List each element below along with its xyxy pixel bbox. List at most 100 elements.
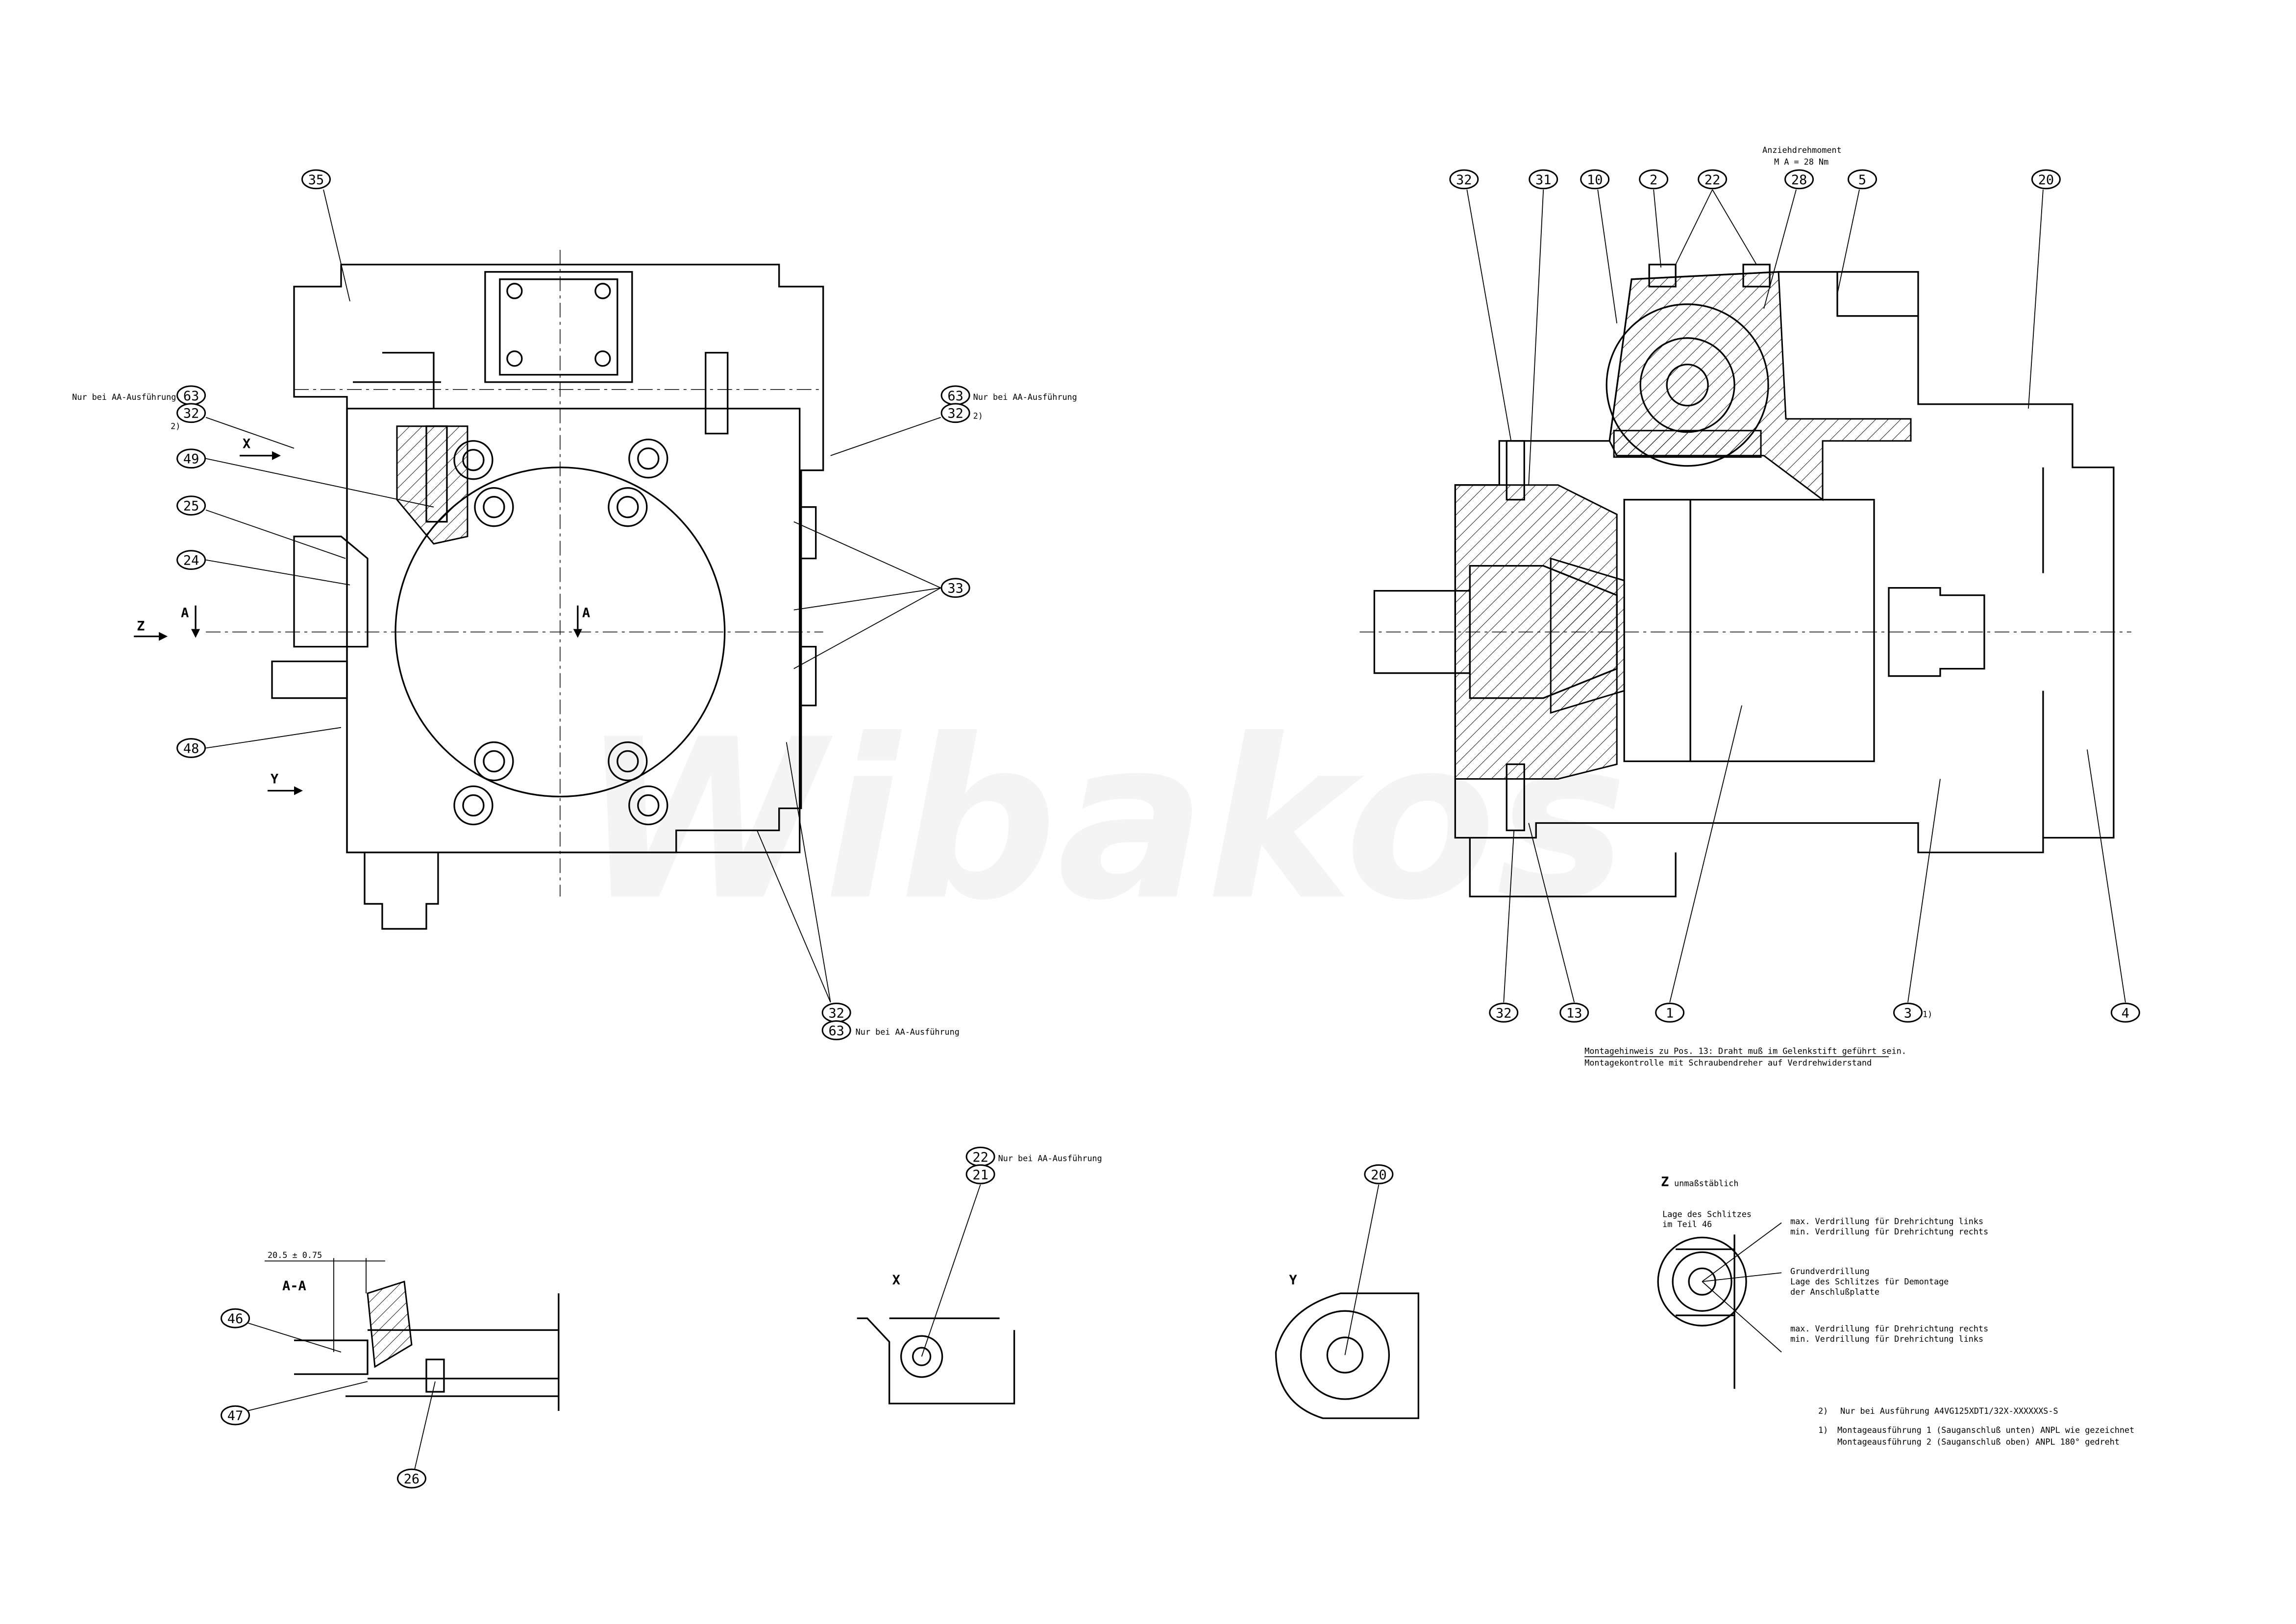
balloon-outline	[1893, 1002, 1923, 1023]
arrow-x-label: X	[243, 437, 250, 452]
balloon-outline	[1784, 169, 1814, 190]
view-z-title: Z	[1661, 1174, 1669, 1189]
item-balloon: 5	[1848, 169, 1877, 190]
balloon-number: 32	[828, 1006, 844, 1021]
item-balloon: 33	[940, 578, 970, 598]
item-balloon: 48	[176, 738, 206, 758]
balloon-number: 32	[1496, 1006, 1512, 1021]
item-balloon: 35	[301, 169, 331, 190]
aa-note: Nur bei AA-Ausführung	[973, 392, 1077, 402]
balloon-number: 20	[1371, 1167, 1387, 1182]
balloon-number: 22	[1704, 172, 1721, 188]
balloon-outline	[301, 169, 331, 190]
item-balloon: 13	[1559, 1002, 1589, 1023]
balloon-number: 35	[308, 172, 324, 188]
item-balloon: 63	[821, 1020, 851, 1040]
assembly-note-2: Montagekontrolle mit Schraubendreher auf…	[1584, 1058, 1872, 1067]
balloon-number: 63	[947, 389, 963, 404]
bolt-heads	[453, 439, 668, 826]
balloon-outline	[1489, 1002, 1519, 1023]
footnote-ref: 2)	[171, 421, 180, 431]
balloon-number: 33	[947, 581, 963, 596]
item-balloon: 47	[221, 1405, 250, 1426]
section-view	[1359, 264, 2131, 898]
balloon-number: 32	[183, 406, 199, 421]
balloon-outline	[1698, 169, 1728, 190]
twist-note: min. Verdrillung für Drehrichtung links	[1790, 1334, 1983, 1344]
item-balloon: 4	[2110, 1002, 2140, 1023]
balloon-outline	[1848, 169, 1877, 190]
section-a-a: 20.5 ± 0.75 A-A	[265, 1250, 560, 1411]
balloon-number: 28	[1791, 172, 1807, 188]
footnote-ref: 1)	[1923, 1009, 1932, 1019]
view-arrows: X Z Y A A	[134, 437, 590, 795]
footnote-1-mark: 1)	[1818, 1425, 1828, 1435]
watermark: Wibakos	[581, 692, 1628, 949]
balloon-number: 46	[227, 1311, 244, 1327]
balloon-outline	[1580, 169, 1610, 190]
view-z-subtitle: unmaßstäblich	[1674, 1178, 1738, 1188]
item-balloon: 20	[1364, 1164, 1394, 1184]
balloon-number: 48	[183, 741, 199, 757]
item-balloon: 10	[1580, 169, 1610, 190]
leader-lines	[205, 189, 2126, 1470]
balloon-number: 47	[227, 1408, 244, 1424]
item-balloon: 26	[396, 1468, 426, 1489]
balloon-number: 5	[1858, 172, 1866, 188]
item-balloon: 32	[176, 403, 206, 423]
twist-note: Grundverdrillung	[1790, 1266, 1870, 1276]
view-z: Z unmaßstäblich Lage des Schlitzes im Te…	[1657, 1174, 1988, 1389]
dimension-text: 20.5 ± 0.75	[268, 1250, 322, 1260]
item-balloon: 25	[176, 495, 206, 516]
item-balloon: 63	[940, 385, 970, 406]
item-balloon: 32	[1449, 169, 1479, 190]
item-balloon: 63	[176, 385, 206, 406]
footnote-ref: 2)	[973, 411, 983, 421]
item-balloon: 28	[1784, 169, 1814, 190]
item-balloon: 32	[821, 1002, 851, 1023]
balloon-outline	[940, 403, 970, 423]
item-balloon: 22	[1698, 169, 1728, 190]
twist-note: max. Verdrillung für Drehrichtung links	[1790, 1216, 1983, 1226]
balloon-number: 2	[1650, 172, 1657, 188]
aa-note: Nur bei AA-Ausführung	[856, 1027, 960, 1036]
item-balloon: 32	[1489, 1002, 1519, 1023]
balloon-number: 63	[828, 1023, 844, 1038]
aa-note: Nur bei AA-Ausführung	[72, 392, 176, 402]
balloon-outline	[965, 1164, 995, 1184]
balloon-outline	[221, 1308, 250, 1329]
footnote-1a: Montageausführung 1 (Sauganschluß unten)…	[1837, 1425, 2134, 1435]
footnote-2: Nur bei Ausführung A4VG125XDT1/32X-XXXXX…	[1840, 1406, 2058, 1416]
front-view	[206, 249, 824, 930]
balloon-number: 1	[1666, 1006, 1674, 1021]
balloon-number: 26	[404, 1472, 420, 1487]
slot-label: im Teil 46	[1662, 1219, 1712, 1229]
torque-value: M A = 28 Nm	[1774, 157, 1828, 167]
twist-note: Lage des Schlitzes für Demontage	[1790, 1277, 1949, 1286]
balloon-number: 20	[2038, 172, 2054, 188]
aa-note: Nur bei AA-Ausführung	[998, 1153, 1102, 1163]
item-balloon: 49	[176, 448, 206, 469]
balloon-outline	[940, 578, 970, 598]
footnote-1b: Montageausführung 2 (Sauganschluß oben) …	[1837, 1437, 2120, 1447]
view-y: Y	[1275, 1273, 1419, 1419]
item-balloon: 2	[1639, 169, 1669, 190]
balloon-outline	[176, 495, 206, 516]
balloon-number: 32	[947, 406, 963, 421]
balloon-outline	[176, 403, 206, 423]
balloon-outline	[2110, 1002, 2140, 1023]
balloon-number: 10	[1587, 172, 1603, 188]
balloon-outline	[1364, 1164, 1394, 1184]
balloon-outline	[1559, 1002, 1589, 1023]
item-balloon: 22	[965, 1146, 995, 1167]
balloon-outline	[2031, 169, 2061, 190]
section-a-label: A	[181, 606, 189, 621]
item-balloon: 24	[176, 550, 206, 570]
item-balloon: 32	[940, 403, 970, 423]
footnote-2-mark: 2)	[1818, 1406, 1828, 1416]
balloon-outline	[176, 550, 206, 570]
arrow-z-label: Z	[137, 619, 145, 634]
balloon-outline	[1529, 169, 1558, 190]
